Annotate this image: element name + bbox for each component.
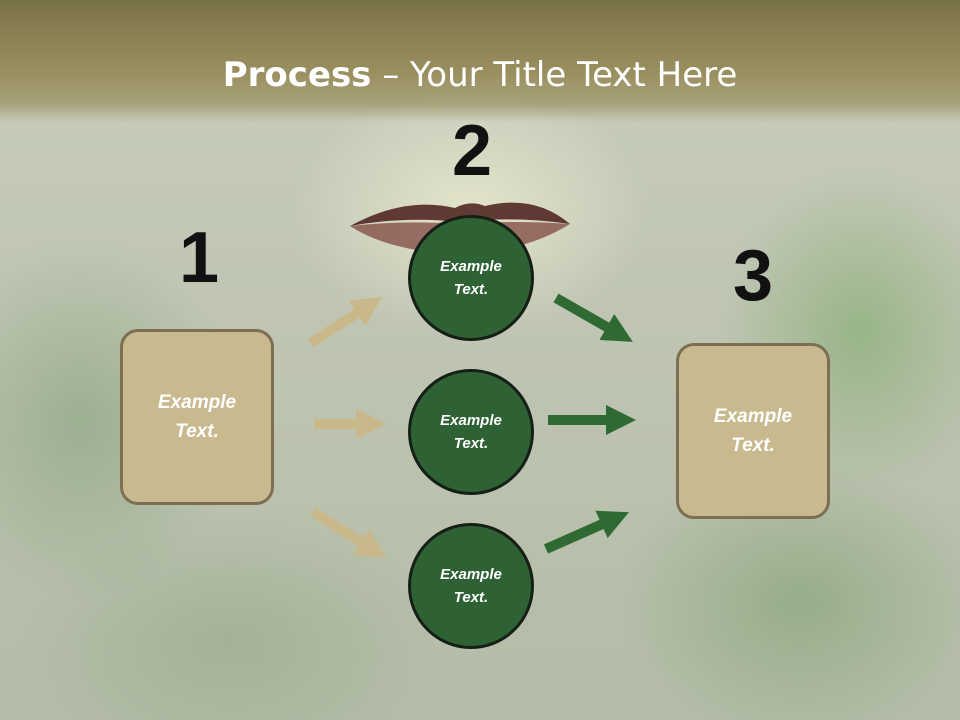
- step-2-circle-middle: Example Text.: [408, 369, 534, 495]
- step-1-text: Example Text.: [157, 392, 237, 442]
- step-2-circle-bottom: Example Text.: [408, 523, 534, 649]
- step-1-box: Example Text.: [120, 329, 274, 505]
- arrow-left-down: [310, 507, 387, 558]
- title-bold: Process: [222, 55, 372, 95]
- step-2-text-middle: Example Text.: [440, 412, 502, 452]
- slide-title: Process – Your Title Text Here: [0, 54, 960, 96]
- step-3-box: Example Text.: [676, 343, 830, 519]
- step-2-circle-top: Example Text.: [408, 215, 534, 341]
- step-2-text-top: Example Text.: [440, 258, 502, 298]
- step-number-2: 2: [451, 111, 493, 191]
- arrow-left-up: [308, 296, 383, 348]
- step-number-3: 3: [732, 236, 774, 316]
- step-3-text: Example Text.: [713, 406, 793, 456]
- title-rest: – Your Title Text Here: [371, 55, 738, 95]
- step-number-1: 1: [178, 218, 220, 298]
- step-2-text-bottom: Example Text.: [440, 566, 502, 606]
- title-banner: [0, 0, 960, 122]
- arrow-right-up: [543, 510, 629, 554]
- arrow-right-down: [553, 293, 633, 342]
